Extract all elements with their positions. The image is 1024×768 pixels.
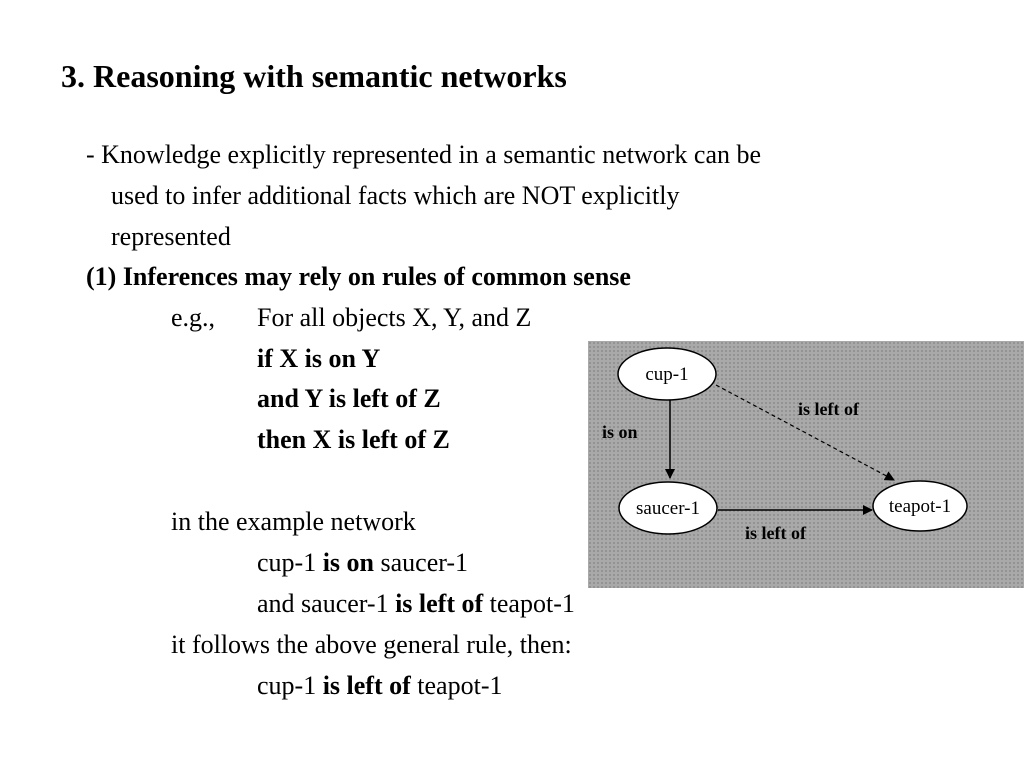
example-fact-1: cup-1 is on saucer-1 — [257, 548, 468, 578]
fact1-relation: is on — [322, 548, 375, 577]
semantic-network-svg: cup-1 saucer-1 teapot-1 is on is left of… — [602, 347, 968, 543]
rule-if: if X is on Y — [257, 344, 381, 373]
node-cup-1 — [617, 347, 717, 401]
edge-cup-teapot-label: is left of — [798, 399, 860, 419]
fact1-object: saucer-1 — [380, 548, 469, 577]
semantic-network-diagram: cup-1 saucer-1 teapot-1 is on is left of… — [588, 341, 1024, 588]
node-teapot-1-label: teapot-1 — [889, 496, 951, 517]
edge-saucer-teapot-label: is left of — [745, 523, 807, 543]
conclusion-object: teapot-1 — [417, 671, 503, 700]
example-intro: in the example network — [171, 507, 416, 536]
node-saucer-1 — [618, 481, 718, 535]
intro-line-1: - Knowledge explicitly represented in a … — [86, 140, 762, 169]
slide-title: 3. Reasoning with semantic networks — [61, 58, 567, 94]
intro-line-2: used to infer additional facts which are… — [111, 181, 680, 210]
conclusion-relation: is left of — [322, 671, 411, 700]
rule-then: then X is left of Z — [257, 425, 450, 454]
rule-for-all: For all objects X, Y, and Z — [257, 303, 532, 332]
fact2-prefix: and saucer-1 — [257, 589, 389, 618]
edge-cup-left-of-teapot — [715, 384, 895, 481]
subheading: (1) Inferences may rely on rules of comm… — [86, 262, 631, 291]
rule-eg: e.g., — [171, 303, 216, 332]
node-saucer-1-label: saucer-1 — [636, 498, 700, 519]
node-teapot-1 — [872, 480, 968, 532]
intro-line-3: represented — [111, 222, 231, 251]
rule-and: and Y is left of Z — [257, 384, 441, 413]
node-cup-1-label: cup-1 — [645, 364, 688, 385]
fact1-subject: cup-1 — [257, 548, 317, 577]
conclusion: cup-1 is left of teapot-1 — [257, 671, 502, 701]
fact2-object: teapot-1 — [489, 589, 575, 618]
fact2-relation: is left of — [395, 589, 484, 618]
conclusion-intro: it follows the above general rule, then: — [171, 630, 572, 659]
edge-is-on-label: is on — [602, 422, 638, 442]
conclusion-subject: cup-1 — [257, 671, 317, 700]
example-fact-2: and saucer-1 is left of teapot-1 — [257, 589, 575, 619]
